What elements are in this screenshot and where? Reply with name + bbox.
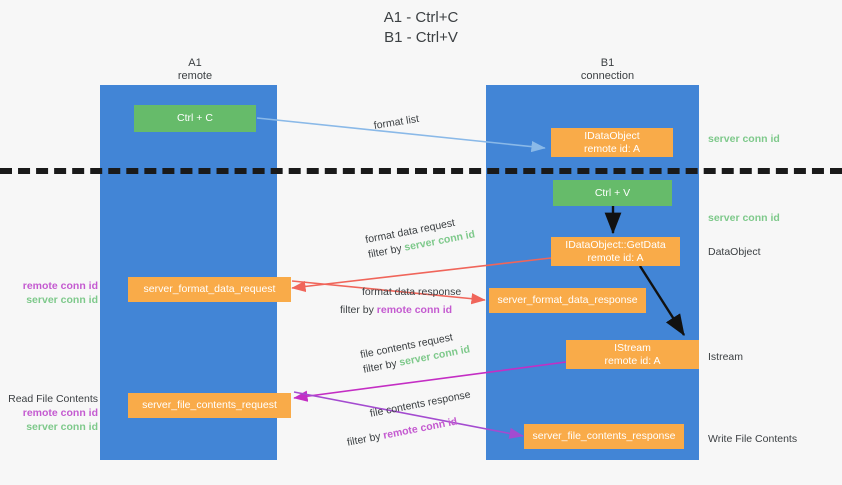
box-ctrl-c-label: Ctrl + C bbox=[177, 112, 213, 125]
right-note-write-file-contents: Write File Contents bbox=[708, 432, 797, 446]
box-server-file-contents-request[interactable]: server_file_contents_request bbox=[128, 393, 291, 418]
phase-separator bbox=[0, 168, 842, 174]
lane-header-a1: A1 remote bbox=[115, 57, 275, 83]
box-istream-label: IStream bbox=[614, 342, 651, 355]
right-note-server-conn-id-mid: server conn id bbox=[708, 211, 780, 225]
box-idataobject-getdata[interactable]: IDataObject::GetData remote id: A bbox=[551, 237, 680, 266]
edge-label-file-contents-request: file contents request filter by server c… bbox=[359, 328, 471, 378]
lane-b1-sub: connection bbox=[520, 70, 695, 83]
box-idataobject[interactable]: IDataObject remote id: A bbox=[551, 128, 673, 157]
box-server-format-data-request[interactable]: server_format_data_request bbox=[128, 277, 291, 302]
filter-value-remote-conn-id: remote conn id bbox=[382, 416, 458, 442]
title-line-2: B1 - Ctrl+V bbox=[0, 28, 842, 48]
box-istream[interactable]: IStream remote id: A bbox=[566, 340, 699, 369]
lane-a1-name: A1 bbox=[115, 57, 275, 70]
edge-label-format-data-request: format data request filter by server con… bbox=[364, 213, 476, 263]
edge-label-format-data-response-line1: format data response bbox=[362, 285, 461, 300]
box-ctrl-v[interactable]: Ctrl + V bbox=[553, 180, 672, 206]
box-idataobject-remote-id: remote id: A bbox=[584, 143, 640, 156]
box-server-file-contents-request-label: server_file_contents_request bbox=[142, 399, 277, 412]
edge-label-format-list-text: format list bbox=[373, 113, 420, 132]
left-note-remote-conn-id-2: remote conn id bbox=[6, 406, 98, 420]
box-ctrl-v-label: Ctrl + V bbox=[595, 187, 630, 200]
box-istream-remote-id: remote id: A bbox=[604, 355, 660, 368]
edge-label-format-data-response-filter: filter by remote conn id bbox=[340, 303, 461, 318]
box-server-file-contents-response-label: server_file_contents_response bbox=[532, 430, 675, 443]
box-server-format-data-request-label: server_format_data_request bbox=[144, 283, 276, 296]
filter-value-remote-conn-id: remote conn id bbox=[377, 304, 452, 316]
left-note-remote-conn-id-1: remote conn id bbox=[10, 279, 98, 293]
left-note-server-conn-id-1: server conn id bbox=[10, 293, 98, 307]
edge-label-file-contents-response: file contents response filter by remote … bbox=[341, 388, 476, 451]
page-title: A1 - Ctrl+C B1 - Ctrl+V bbox=[0, 8, 842, 48]
box-server-format-data-response[interactable]: server_format_data_response bbox=[489, 288, 646, 313]
box-idataobject-label: IDataObject bbox=[584, 130, 639, 143]
box-getdata-remote-id: remote id: A bbox=[587, 252, 643, 265]
left-note-conn-ids-1: remote conn id server conn id bbox=[10, 279, 98, 307]
lane-header-b1: B1 connection bbox=[520, 57, 695, 83]
filter-prefix: filter by bbox=[340, 304, 377, 316]
lane-a1-sub: remote bbox=[115, 70, 275, 83]
edge-label-file-contents-response-filter: filter by remote conn id bbox=[346, 411, 477, 451]
box-ctrl-c[interactable]: Ctrl + C bbox=[134, 105, 256, 132]
left-note-server-conn-id-2: server conn id bbox=[6, 420, 98, 434]
left-note-read-file-contents: Read File Contents bbox=[6, 392, 98, 406]
box-server-file-contents-response[interactable]: server_file_contents_response bbox=[524, 424, 684, 449]
title-line-1: A1 - Ctrl+C bbox=[0, 8, 842, 28]
right-note-dataobject: DataObject bbox=[708, 245, 761, 259]
edge-label-format-data-response: format data response filter by remote co… bbox=[362, 285, 461, 318]
lane-b1-name: B1 bbox=[520, 57, 695, 70]
right-note-istream: Istream bbox=[708, 350, 743, 364]
box-getdata-label: IDataObject::GetData bbox=[565, 239, 665, 252]
edge-label-format-list: format list bbox=[373, 112, 420, 134]
right-note-server-conn-id-top: server conn id bbox=[708, 132, 780, 146]
left-note-read-file-contents-group: Read File Contents remote conn id server… bbox=[6, 392, 98, 434]
box-server-format-data-response-label: server_format_data_response bbox=[497, 294, 637, 307]
filter-prefix: filter by bbox=[346, 430, 384, 449]
